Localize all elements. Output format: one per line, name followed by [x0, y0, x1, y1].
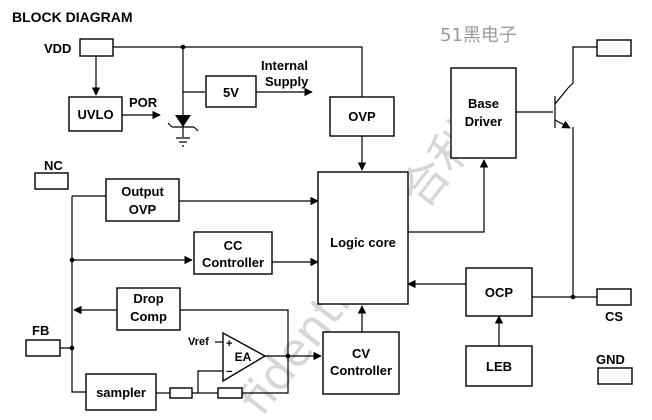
- ea-label: EA: [235, 350, 252, 364]
- uvlo-label: UVLO: [77, 107, 113, 122]
- ocp-label: OCP: [485, 285, 514, 300]
- fb-pin-box: [25, 339, 61, 357]
- cc-controller-label-1: CC: [224, 238, 243, 253]
- resistor-1-icon: [169, 387, 193, 399]
- cv-controller-label-1: CV: [352, 346, 370, 361]
- base-driver-block: [450, 67, 517, 159]
- output-ovp-label-1: Output: [121, 184, 164, 199]
- drop-comp-label-1: Drop: [133, 291, 163, 306]
- fb-rail: [71, 196, 86, 393]
- logic-core-label: Logic core: [330, 235, 396, 250]
- ea-minus-sign: −: [226, 366, 232, 378]
- drop-comp-link: [180, 309, 289, 356]
- resistor-to-ea: [197, 370, 223, 393]
- diagram-title: BLOCK DIAGRAM: [12, 9, 133, 25]
- resistor-tail: [242, 356, 289, 394]
- reg-5v-block: [205, 75, 257, 108]
- zener-diode-icon: [167, 115, 199, 147]
- leb-label: LEB: [486, 359, 512, 374]
- ovp-block: [329, 96, 395, 137]
- leb-block: [465, 345, 533, 387]
- sampler-block: [85, 373, 157, 411]
- collector-pin-box: [596, 39, 632, 57]
- ea-amplifier-icon: [222, 331, 267, 383]
- resistor-2-icon: [217, 387, 243, 399]
- collector-wire: [567, 46, 597, 89]
- npn-transistor-icon: [554, 87, 571, 129]
- cs-pin-box: [596, 288, 632, 306]
- junction-dot: [570, 294, 576, 300]
- vdd-pin-box: [79, 38, 114, 57]
- nc-pin-box: [34, 172, 69, 190]
- internal-supply-label-2: Supply: [265, 74, 309, 89]
- output-ovp-block: [105, 178, 180, 222]
- base-driver-label-1: Base: [468, 96, 499, 111]
- logic-core-block: [317, 171, 409, 305]
- cc-controller-block: [193, 231, 273, 275]
- ocp-block: [465, 267, 533, 317]
- reg-5v-label: 5V: [223, 85, 239, 100]
- cv-controller-label-2: Controller: [330, 363, 392, 378]
- vref-label: Vref: [188, 336, 209, 348]
- ea-plus-sign: +: [226, 338, 232, 350]
- nc-pin-label: NC: [44, 158, 63, 173]
- gnd-pin-label: GND: [596, 352, 625, 367]
- internal-supply-label-1: Internal: [261, 58, 308, 73]
- uvlo-block: [68, 96, 123, 132]
- cc-controller-label-2: Controller: [202, 255, 264, 270]
- gnd-pin-box: [597, 367, 633, 385]
- cs-pin-label: CS: [605, 309, 623, 324]
- logic-to-base-driver: [408, 159, 489, 233]
- vdd-rail: [113, 46, 363, 106]
- cv-controller-block: [322, 331, 400, 395]
- drop-comp-block: [116, 287, 181, 331]
- drop-comp-label-2: Comp: [130, 309, 167, 324]
- brand-text: 51黑电子: [440, 25, 517, 46]
- ovp-label: OVP: [348, 109, 376, 124]
- vdd-pin-label: VDD: [44, 41, 71, 56]
- output-ovp-label-2: OVP: [129, 202, 157, 217]
- sampler-label: sampler: [96, 385, 146, 400]
- por-label: POR: [129, 95, 158, 110]
- base-driver-label-2: Driver: [465, 114, 503, 129]
- fb-pin-label: FB: [32, 323, 49, 338]
